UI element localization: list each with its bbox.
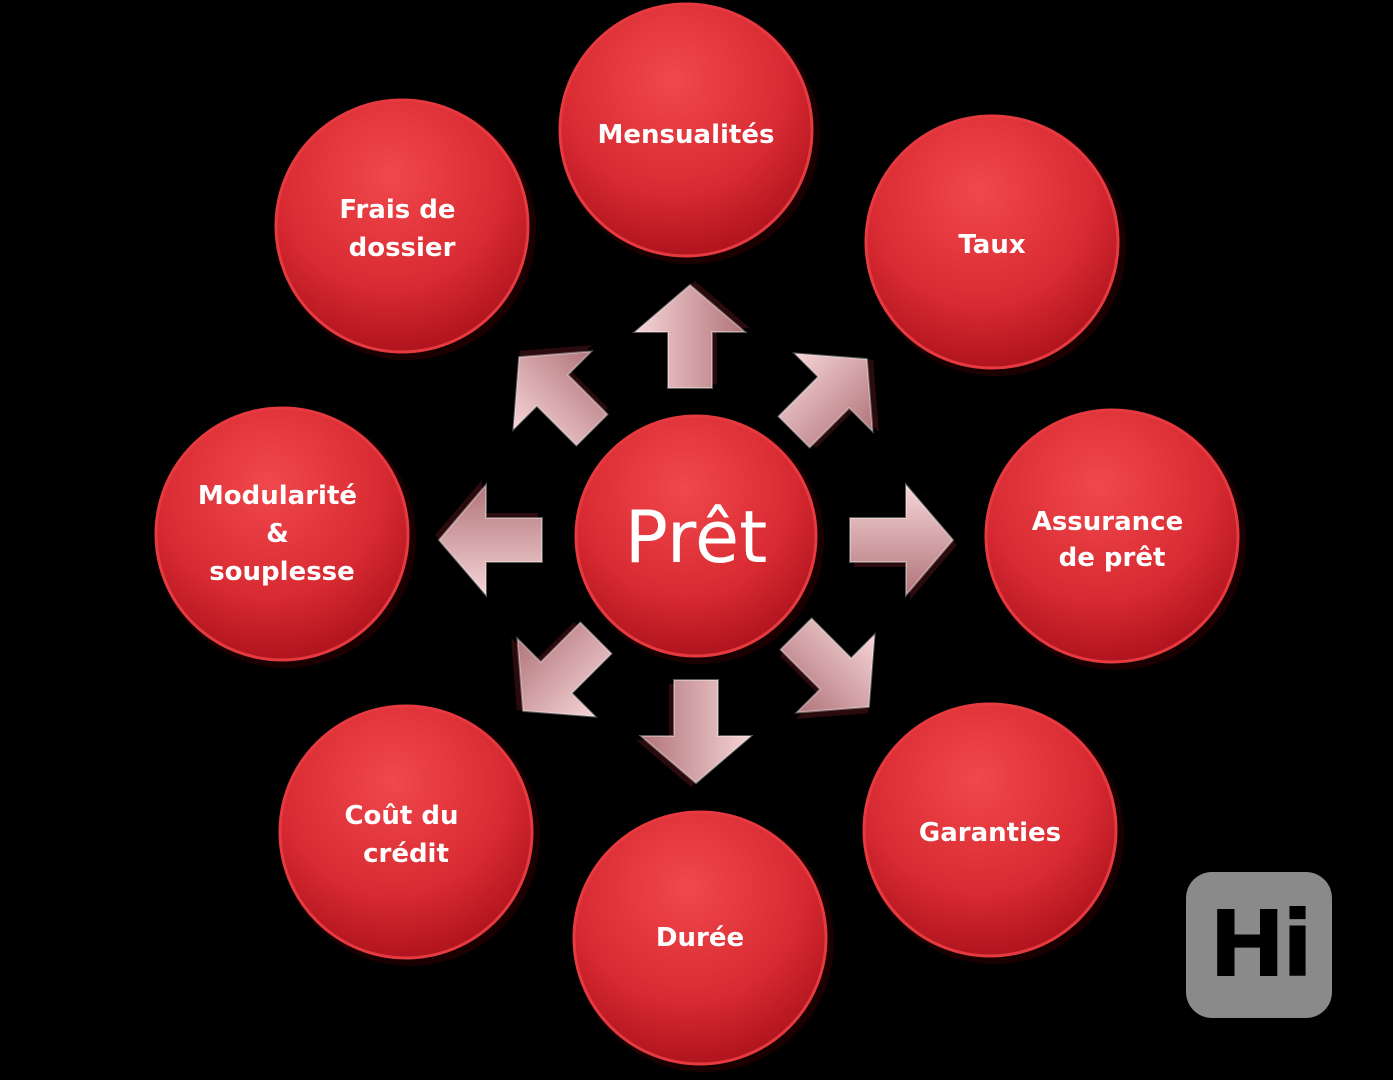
node-cout: Coût du crédit <box>278 704 540 966</box>
node-duree: Durée <box>572 810 834 1072</box>
node-label: Garanties <box>919 818 1061 848</box>
arrow-up-left-icon <box>512 345 609 447</box>
arrow-down-left-icon <box>511 621 613 718</box>
node-label: Mensualités <box>598 120 775 150</box>
node-garanties: Garanties <box>862 702 1124 964</box>
arrow-up-icon <box>632 281 750 389</box>
center-label: Prêt <box>625 495 768 579</box>
arrows-group <box>435 281 957 787</box>
arrow-down-icon <box>636 679 754 787</box>
arrow-up-right-icon <box>777 352 879 449</box>
hi-logo-text: Hi <box>1208 891 1314 998</box>
node-modularite: Modularité & souplesse <box>154 406 416 668</box>
node-label: Taux <box>958 230 1025 260</box>
node-assurance: Assurance de prêt <box>984 408 1246 670</box>
arrow-down-right-icon <box>779 617 876 719</box>
node-frais: Frais de dossier <box>274 98 536 360</box>
hi-logo: Hi <box>1186 872 1332 1018</box>
node-label: Coût du crédit <box>344 801 467 869</box>
node-label: Frais de dossier <box>339 195 464 263</box>
center-node: Prêt <box>574 414 824 664</box>
arrow-right-icon <box>849 482 957 600</box>
node-label: Durée <box>656 923 744 953</box>
arrow-left-icon <box>435 480 543 598</box>
node-taux: Taux <box>864 114 1126 376</box>
node-label: Modularité & souplesse <box>198 481 366 587</box>
node-mensualites: Mensualités <box>558 2 820 264</box>
node-label: Assurance de prêt <box>1032 507 1193 573</box>
